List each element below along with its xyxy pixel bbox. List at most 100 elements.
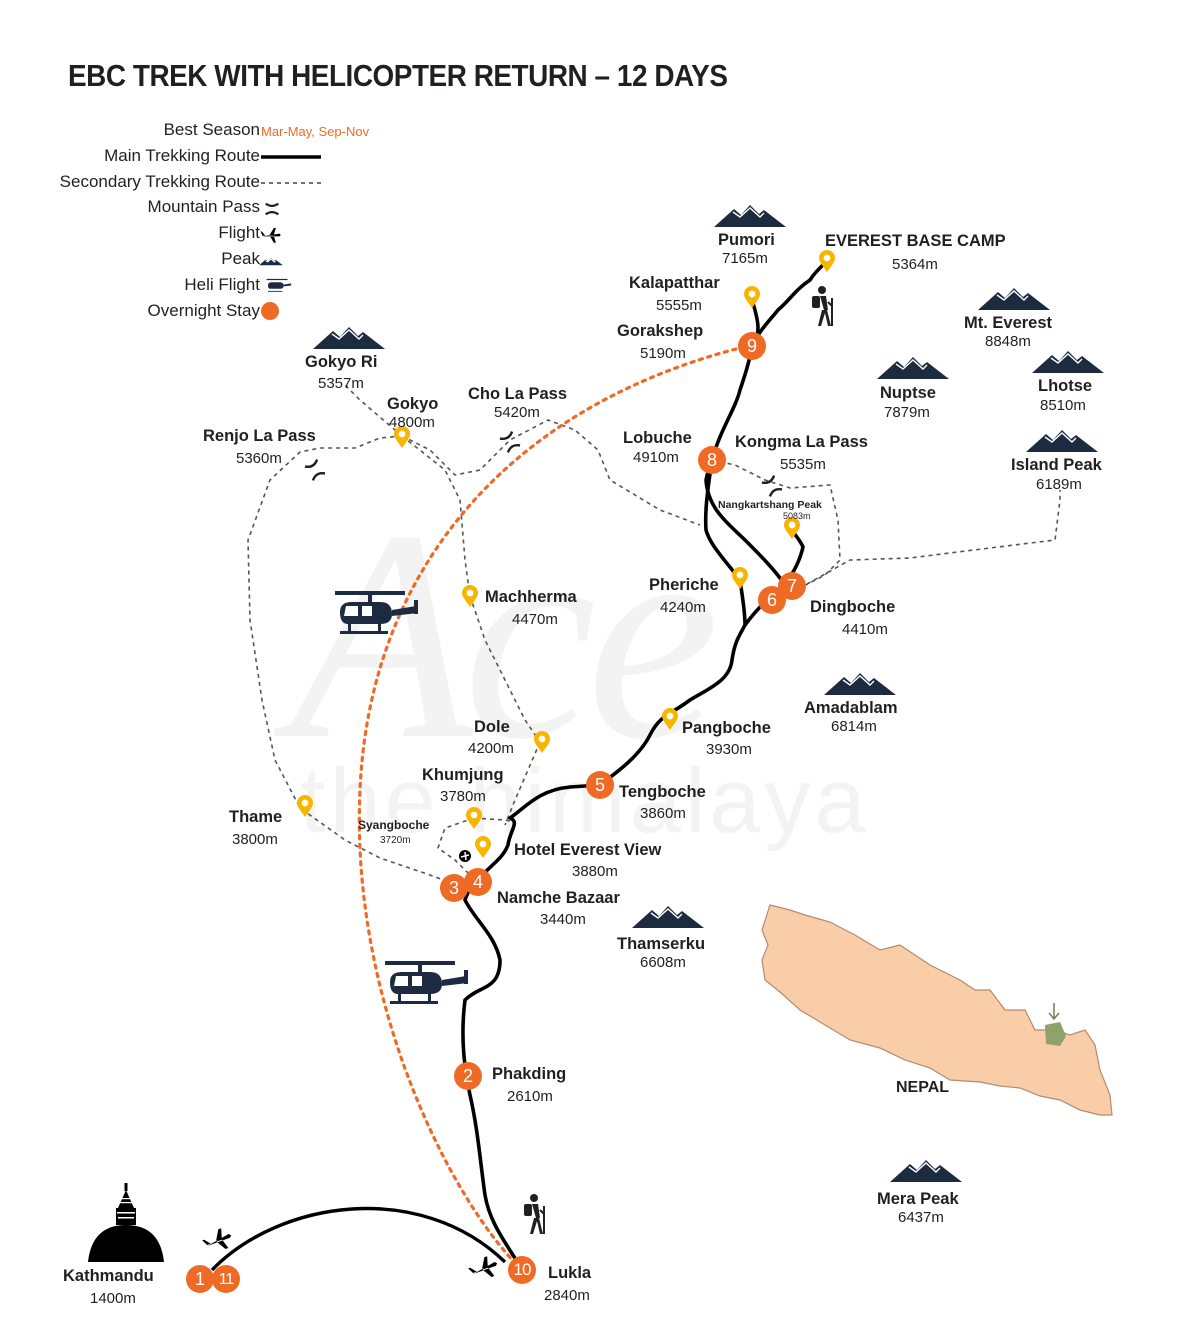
place-name: Namche Bazaar — [497, 889, 620, 907]
place-name: Dole — [474, 718, 510, 736]
legend-row-overnight: Overnight Stay — [20, 299, 400, 325]
place-name: Syangboche — [358, 818, 430, 832]
place-altitude: 4910m — [633, 449, 679, 466]
legend-label: Mountain Pass — [147, 197, 260, 217]
place-altitude: 5364m — [892, 256, 938, 273]
best-season-value: Mar-May, Sep-Nov — [261, 124, 370, 139]
place-name: Kathmandu — [63, 1267, 154, 1285]
legend-helicopter-icon — [266, 278, 292, 292]
peak-icon — [1025, 429, 1099, 453]
place-altitude: 5083m — [783, 511, 811, 521]
place-altitude: 2610m — [507, 1088, 553, 1105]
place-altitude: 5420m — [494, 404, 540, 421]
legend-label: Main Trekking Route — [104, 145, 260, 165]
peak-name: Amadablam — [804, 699, 898, 717]
peak-name: Mera Peak — [877, 1190, 959, 1208]
place-name: Gorakshep — [617, 322, 704, 340]
day-number: 6 — [766, 590, 777, 610]
pass-icon — [760, 474, 784, 498]
place-altitude: 5190m — [640, 345, 686, 362]
place-name: Kongma La Pass — [735, 433, 868, 451]
day-number: 3 — [448, 878, 459, 898]
legend-row-flight: Flight — [20, 221, 400, 247]
place-altitude: 3930m — [706, 741, 752, 758]
place-altitude: 3720m — [380, 835, 411, 846]
legend-peak-icon — [259, 258, 283, 266]
day-number: 5 — [594, 775, 605, 795]
pin-icon — [297, 795, 313, 817]
plane-icon — [200, 1225, 235, 1256]
pin-icon — [466, 807, 482, 829]
pin-icon — [462, 585, 478, 607]
hiker-icon — [523, 1193, 545, 1235]
peak-altitude: 6189m — [1036, 476, 1082, 493]
day-number: 2 — [462, 1066, 473, 1086]
place-name: Gokyo Ri — [305, 353, 378, 371]
place-name: Thame — [229, 808, 283, 826]
place-name: Nangkartshang Peak — [718, 499, 822, 511]
peak-altitude: 6437m — [898, 1209, 944, 1226]
peak-icon — [713, 204, 787, 228]
legend-label: Flight — [218, 223, 260, 243]
day-number: 8 — [706, 450, 717, 470]
everest-region — [1045, 1022, 1066, 1046]
pass-icon — [303, 458, 327, 482]
pin-icon — [732, 567, 748, 589]
peak-icon — [977, 287, 1051, 311]
day-number: 9 — [746, 336, 757, 356]
pin-icon — [744, 286, 760, 308]
peak-name: Thamserku — [617, 935, 706, 953]
nepal-outline — [761, 904, 1113, 1116]
place-name: Lobuche — [623, 429, 692, 447]
peak-icon — [889, 1159, 963, 1183]
place-altitude: 5555m — [656, 297, 702, 314]
place-name: Machherma — [485, 588, 577, 606]
peak-icon — [823, 672, 897, 696]
place-name: Cho La Pass — [468, 385, 568, 403]
watermark-text: the himalaya — [300, 750, 870, 852]
peak-name: Island Peak — [1011, 456, 1102, 474]
place-altitude: 5357m — [318, 375, 364, 392]
place-altitude: 3860m — [640, 805, 686, 822]
helicopter-icon — [335, 591, 418, 634]
pin-icon — [475, 836, 491, 858]
legend-row-season: Best Season Mar-May, Sep-Nov — [20, 118, 400, 144]
page-title: EBC TREK WITH HELICOPTER RETURN – 12 DAY… — [68, 58, 728, 93]
secondary-routes — [247, 384, 1061, 891]
place-name: Gokyo — [387, 395, 439, 413]
place-altitude: 4800m — [389, 414, 435, 431]
pass-icon — [498, 430, 522, 454]
peak-altitude: 8510m — [1040, 397, 1086, 414]
place-altitude: 4410m — [842, 621, 888, 638]
stupa-icon — [88, 1183, 164, 1262]
overnight-markers — [186, 332, 806, 1293]
place-name: EVEREST BASE CAMP — [825, 232, 1006, 250]
peak-altitude: 7879m — [884, 404, 930, 421]
helicopter-icon — [385, 961, 468, 1004]
peak-name: Pumori — [718, 231, 775, 249]
legend-label: Heli Flight — [184, 274, 260, 294]
peak-name: Nuptse — [880, 384, 936, 402]
legend-row-heli: Heli Flight — [20, 273, 400, 299]
place-altitude: 2840m — [544, 1287, 590, 1304]
legend-row-peak: Peak — [20, 247, 400, 273]
day-number: 1 — [194, 1269, 205, 1289]
day-number: 10 — [513, 1260, 532, 1279]
legend-pass-icon — [265, 202, 279, 216]
place-altitude: 4470m — [512, 611, 558, 628]
legend-label: Overnight Stay — [147, 300, 260, 320]
place-name: Kalapatthar — [629, 274, 720, 292]
place-altitude: 3880m — [572, 863, 618, 880]
peak-icon — [631, 905, 705, 929]
legend-row-secondary: Secondary Trekking Route — [20, 170, 400, 196]
legend-label: Peak — [221, 248, 260, 268]
legend-row-main: Main Trekking Route — [20, 144, 400, 170]
hiker-icon — [811, 285, 833, 327]
legend-plane-icon — [260, 228, 281, 243]
day-number: 7 — [786, 576, 797, 596]
place-altitude: 4240m — [660, 599, 706, 616]
place-name: Pheriche — [649, 576, 719, 594]
legend-label: Secondary Trekking Route — [59, 171, 260, 191]
place-name: Lukla — [548, 1264, 592, 1282]
